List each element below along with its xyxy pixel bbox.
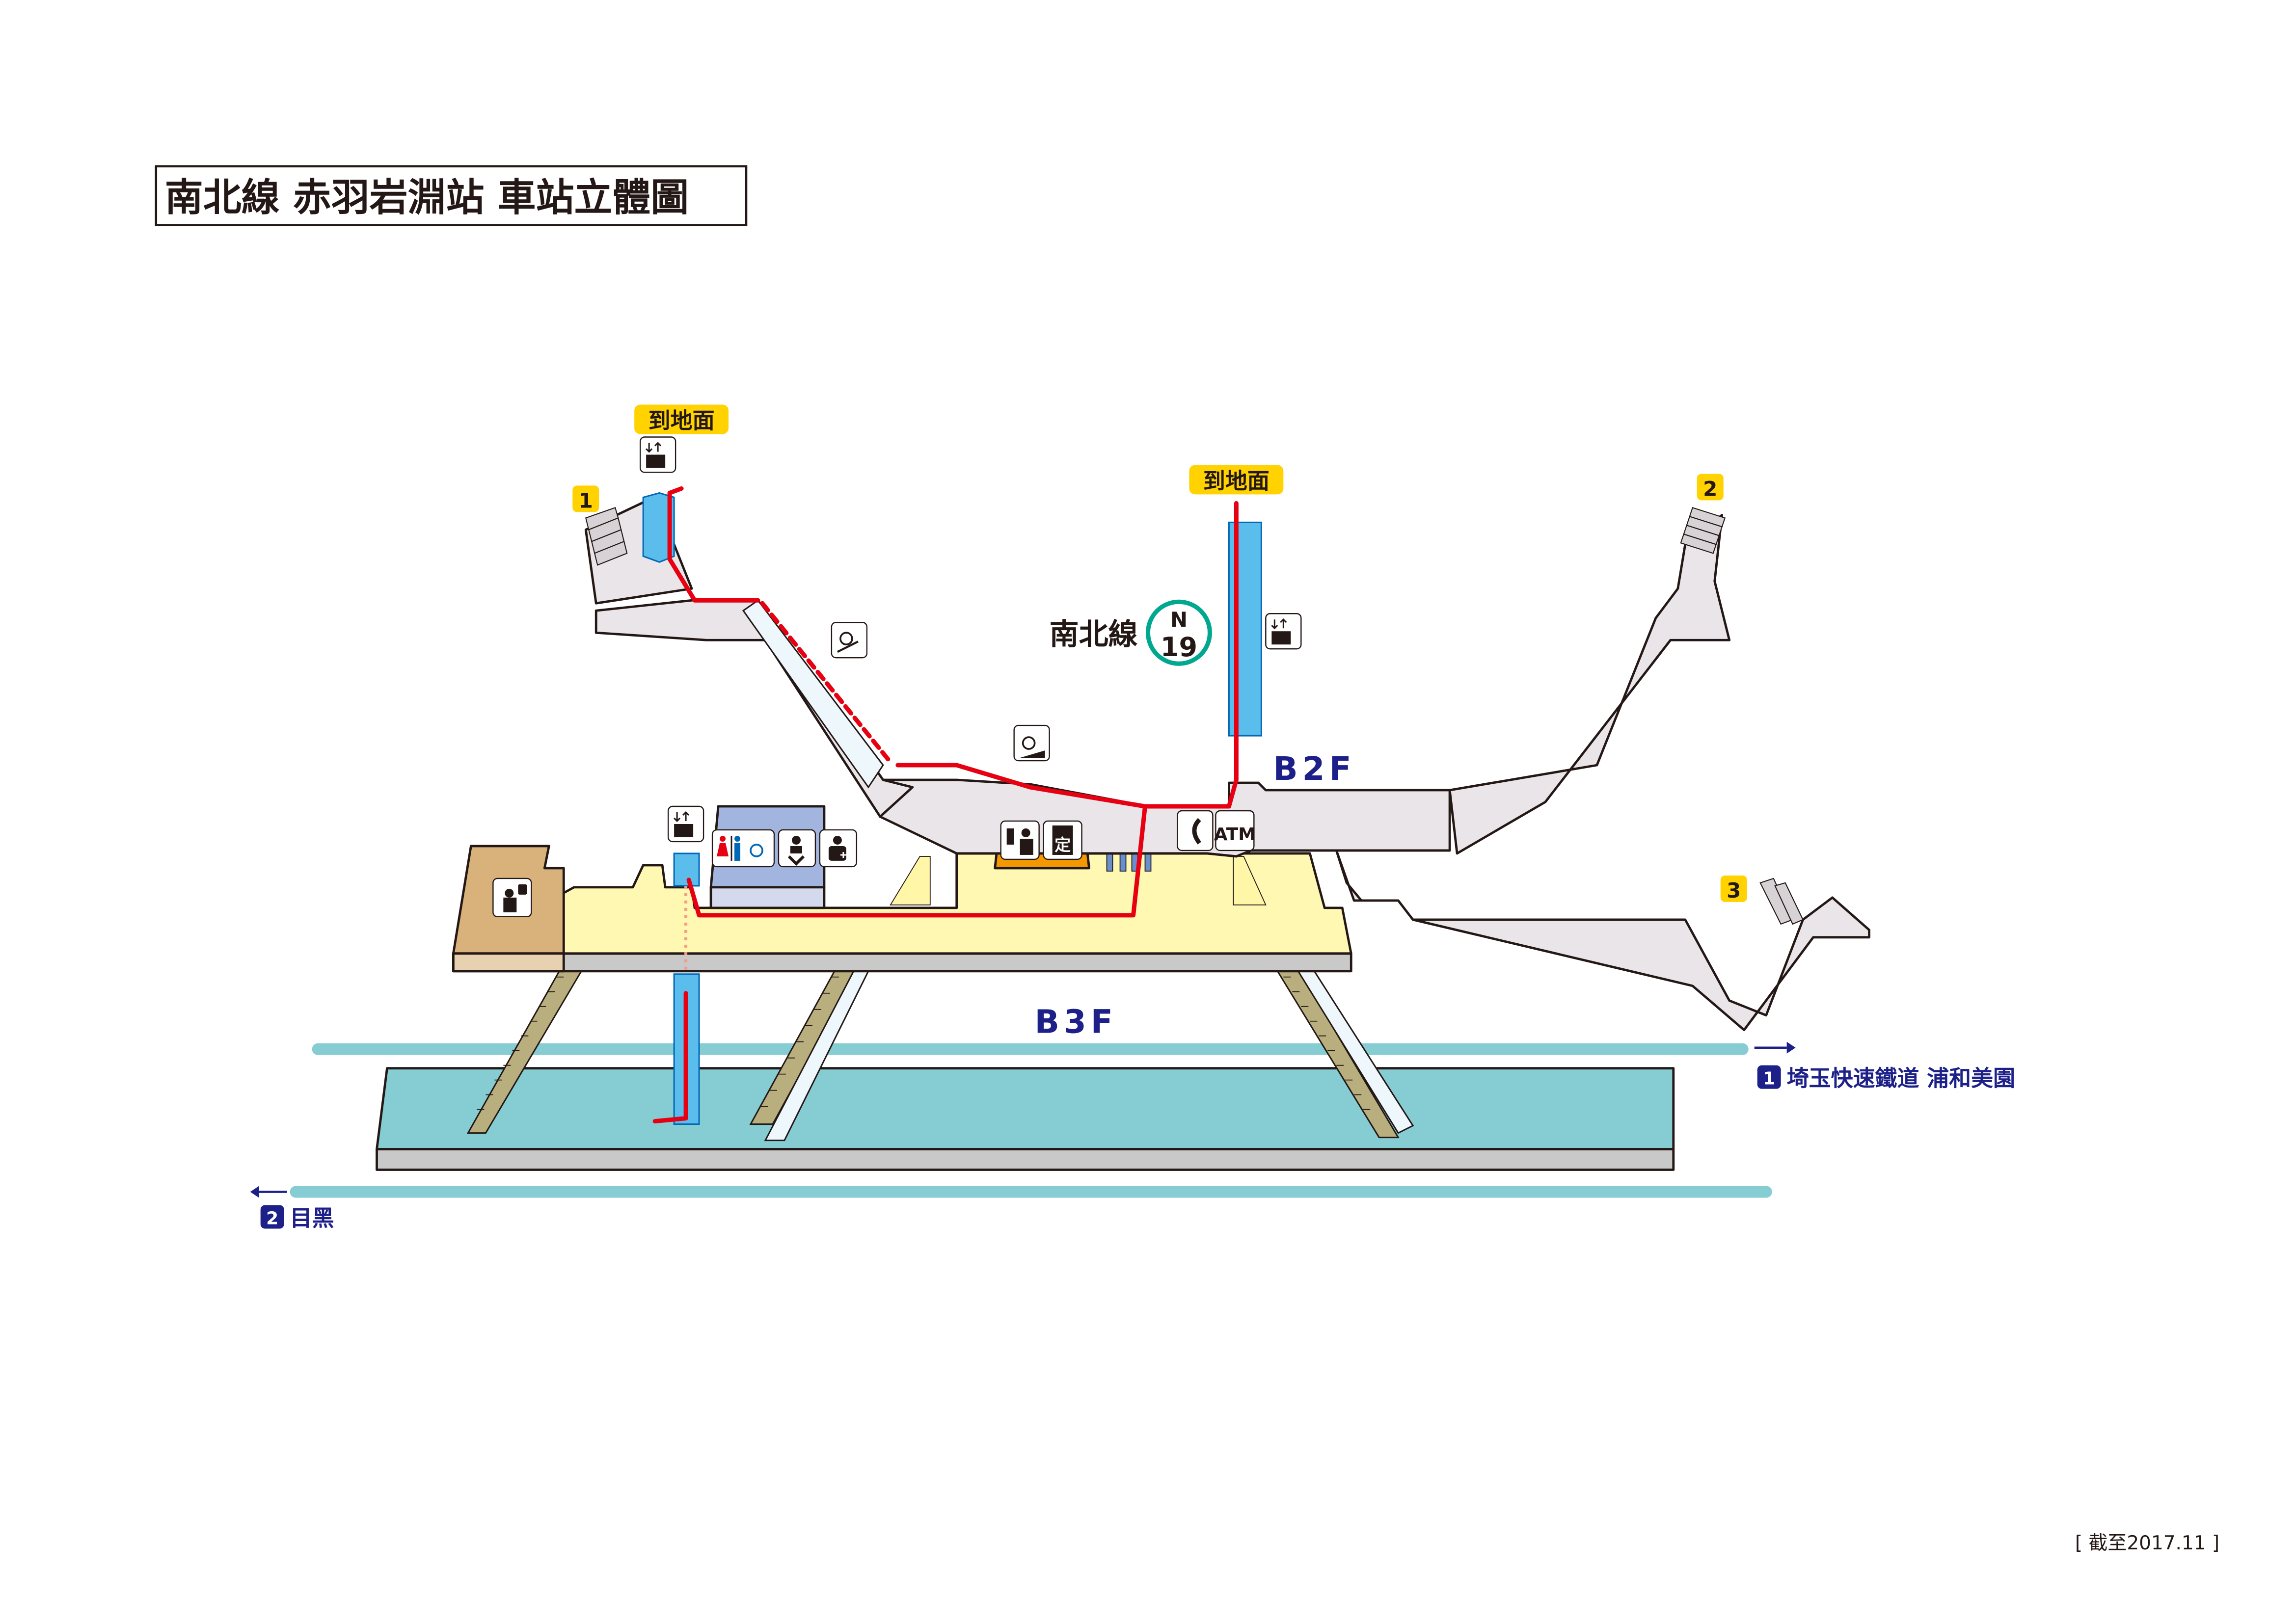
direction-platform-2: 2 目黑 — [250, 1186, 334, 1231]
direction-destination-2: 目黑 — [290, 1205, 334, 1231]
toilet-icon — [711, 829, 775, 868]
island-platform — [376, 1067, 1675, 1150]
mezzanine-edge — [452, 952, 1352, 973]
exit1-elevator — [642, 492, 675, 563]
line-name: 南北線 — [1050, 617, 1138, 652]
svg-text:2: 2 — [1703, 477, 1717, 501]
wheelchair-stair-lift-icon — [831, 622, 868, 659]
floor-label-b2f: B2F — [1273, 750, 1355, 788]
mezzanine-floor — [452, 852, 1352, 955]
track-line-1 — [312, 1043, 1749, 1055]
exit2-passage — [1448, 513, 1731, 855]
track-line-2 — [290, 1186, 1772, 1198]
svg-text:ATM: ATM — [1214, 825, 1256, 845]
mezzanine-stairs — [890, 856, 1267, 905]
svg-text:2: 2 — [266, 1208, 278, 1228]
elevator-icon — [639, 436, 676, 473]
exit3-stairs — [1759, 878, 1804, 925]
floor-label-b3f: B3F — [1035, 1003, 1117, 1041]
b2f-floor — [879, 778, 1870, 1032]
to-ground-label-1: 到地面 — [634, 404, 729, 434]
mezzanine-elevator — [673, 852, 700, 887]
wheelchair-slope-icon — [1013, 724, 1050, 762]
telephone-icon — [1177, 810, 1214, 851]
baby-changing-icon — [778, 829, 816, 868]
station-staff-icon — [492, 878, 532, 918]
svg-text:到地面: 到地面 — [648, 408, 715, 434]
ticket-office-icon — [1000, 820, 1040, 860]
direction-platform-1: 1 埼玉快速鐵道 浦和美園 — [1754, 1041, 2015, 1091]
as-of-date: [ 截至2017.11 ] — [2075, 1532, 2219, 1554]
svg-text:3: 3 — [1727, 878, 1741, 903]
commuter-pass-icon: 定 — [1043, 820, 1082, 860]
exit-badge-1: 1 — [572, 485, 599, 512]
atm-icon: ATM — [1214, 810, 1256, 851]
stair-steps — [477, 976, 1371, 1110]
center-elevator — [1228, 521, 1262, 737]
exit1-stairs — [585, 507, 628, 566]
b3f-mezzanine — [452, 805, 1352, 973]
exit1-escalator — [742, 599, 884, 789]
to-ground-label-2: 到地面 — [1189, 465, 1284, 495]
elevator-icon — [667, 805, 704, 843]
direction-destination-1: 埼玉快速鐵道 浦和美園 — [1787, 1065, 2015, 1091]
svg-text:1: 1 — [1763, 1069, 1775, 1089]
accessible-route — [652, 486, 1239, 1124]
island-platform-edge — [376, 1148, 1675, 1171]
page-title: 南北線 赤羽岩淵站 車站立體圖 — [165, 176, 689, 220]
title-box: 南北線 赤羽岩淵站 車站立體圖 — [155, 165, 748, 227]
elevator-icon — [1265, 613, 1302, 650]
first-aid-room-icon — [819, 829, 858, 868]
line-badge: 南北線 N 19 — [1050, 599, 1212, 666]
b3f-level: B3F — [290, 970, 1772, 1198]
exit-badge-3: 3 — [1720, 875, 1747, 903]
exit2-stairs — [1680, 507, 1726, 554]
svg-text:1: 1 — [579, 488, 593, 512]
svg-text:到地面: 到地面 — [1203, 468, 1270, 494]
exit-badge-2: 2 — [1697, 474, 1724, 501]
station-number-ring — [1146, 599, 1212, 666]
station-number: 19 — [1161, 632, 1197, 663]
line-code-letter: N — [1170, 608, 1188, 632]
svg-text:定: 定 — [1054, 835, 1071, 854]
